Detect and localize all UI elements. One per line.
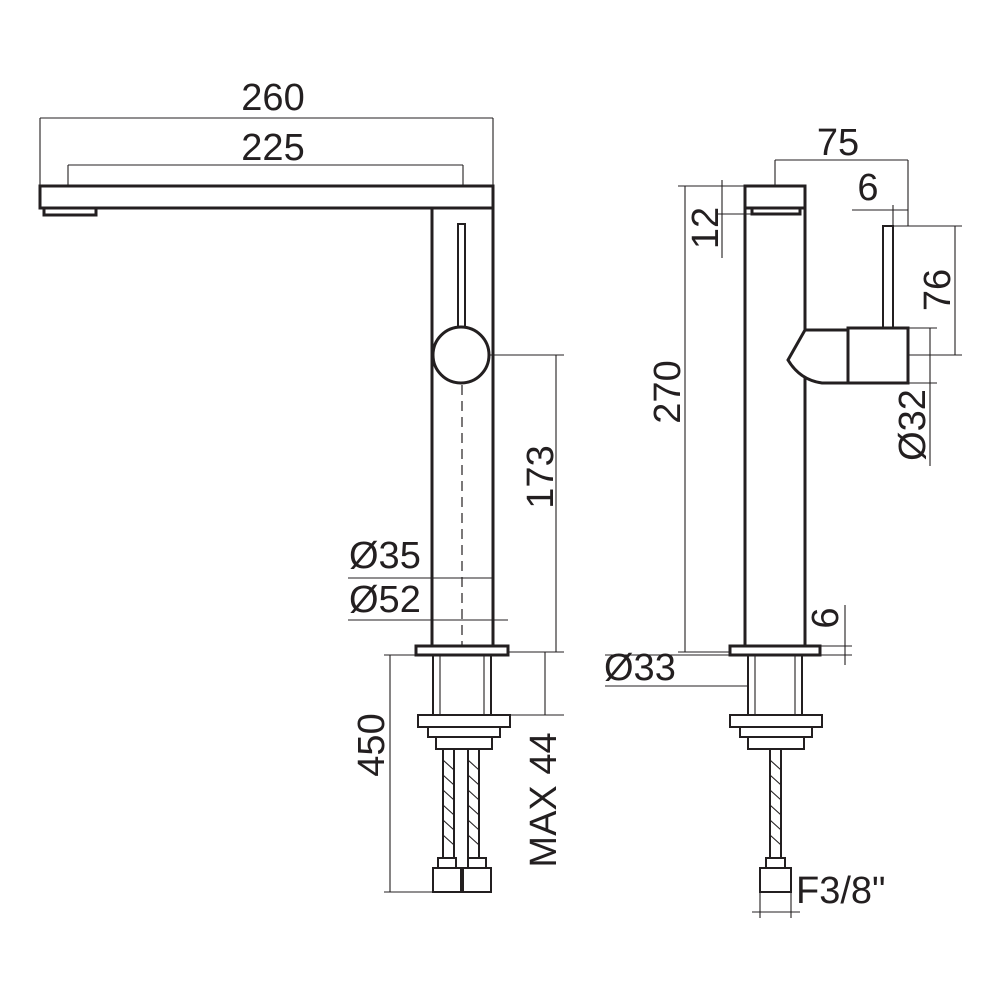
dim-max-deck-label: MAX 44 (523, 732, 565, 867)
dim-hose-length-label: 450 (351, 713, 393, 776)
shank-side (747, 654, 803, 716)
dim-connection-label: F3/8" (796, 870, 886, 912)
lever-body-side (786, 328, 850, 385)
shank (432, 654, 492, 716)
lever-rod (457, 223, 466, 333)
lever-rod-side (882, 225, 894, 331)
base-ring-side (728, 644, 822, 657)
dim-body-diameter-label: Ø35 (349, 535, 421, 577)
hose-nut-left (432, 867, 462, 893)
dim-lever-diameter-label: Ø32 (892, 389, 934, 461)
dim-depth-label: 75 (817, 122, 859, 164)
spout-aerator (42, 206, 98, 217)
lever-knob (431, 325, 491, 385)
dim-spout-reach-label: 225 (241, 127, 304, 169)
hose-nut-side (759, 867, 792, 893)
dim-6-top-line (852, 205, 908, 226)
dim-max44-line (508, 652, 564, 716)
hose-nut-right (462, 867, 492, 893)
lever-knob-side (846, 326, 910, 385)
side-view: 75 6 12 270 (604, 122, 962, 918)
dim-6-base-line (805, 605, 852, 665)
dim-450-line (384, 654, 433, 893)
dim-260-line (39, 117, 494, 186)
dim-75-line (774, 159, 909, 226)
dim-spout-height-label: 12 (685, 207, 727, 249)
faucet-body-side (743, 206, 807, 648)
flex-hose-side (769, 749, 782, 858)
dim-lever-offset-label: 6 (857, 167, 878, 209)
dim-lever-to-deck-label: 173 (520, 445, 562, 508)
dim-base-diameter-label: Ø52 (349, 579, 421, 621)
base-ring (414, 644, 510, 657)
dim-lever-height-label: 76 (917, 269, 959, 311)
dim-173-line (490, 354, 564, 653)
dim-shank-diameter-label: Ø33 (604, 647, 676, 689)
dim-225-line (67, 164, 464, 186)
dim-270-line (678, 185, 745, 653)
dim-total-height-label: 270 (647, 360, 689, 423)
front-view: 260 225 173 Ø35 Ø52 (38, 77, 565, 893)
dim-d32-line (908, 327, 937, 466)
dim-f38-line (752, 892, 800, 918)
dim-overall-width-label: 260 (241, 77, 304, 119)
flex-hoses (442, 749, 480, 858)
dim-d33-line (605, 654, 748, 687)
mounting-nut-side (729, 714, 823, 728)
spout-arm (38, 184, 495, 210)
mounting-nut (417, 714, 511, 728)
spout-side (743, 184, 807, 210)
dim-76-line (893, 225, 962, 356)
dim-base-thickness-label: 6 (805, 607, 847, 628)
